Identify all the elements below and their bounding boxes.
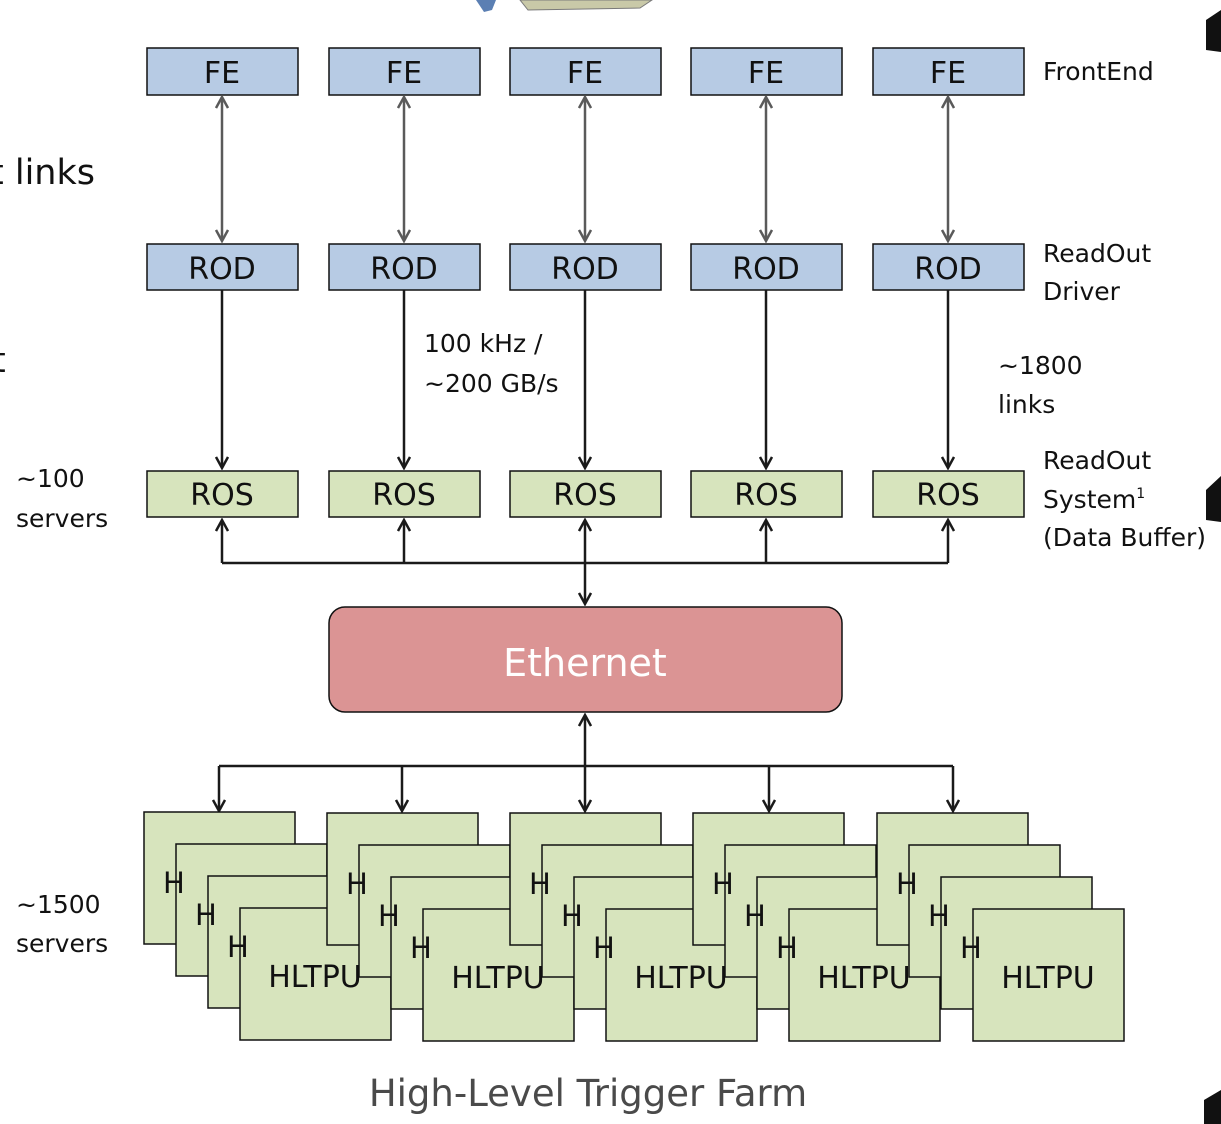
hltpu-peek-letter: H bbox=[712, 867, 734, 901]
hltpu-peek-letter: H bbox=[529, 867, 551, 901]
hltpu-count-line1: ~1500 bbox=[16, 890, 101, 919]
farm-title: High-Level Trigger Farm bbox=[369, 1072, 807, 1115]
rate-annotation-line1: 100 kHz / bbox=[424, 329, 543, 358]
rod-label-3: ROD bbox=[551, 252, 619, 287]
hltpu-peek-letter: H bbox=[744, 899, 766, 933]
fe-box-2 bbox=[328, 47, 481, 96]
hltpu-peek-letter: H bbox=[227, 930, 249, 964]
rod-box-1 bbox=[146, 243, 299, 291]
links-annotation-line1: ~1800 bbox=[998, 351, 1083, 380]
hltpu-label: HLTPU bbox=[634, 961, 728, 996]
rod-label-1: ROD bbox=[188, 252, 256, 287]
hltpu-front-box bbox=[972, 908, 1125, 1042]
rod-side-label-line2: Driver bbox=[1043, 277, 1121, 306]
ros-side-label-line1: ReadOut bbox=[1043, 446, 1151, 475]
ros-box-1 bbox=[146, 470, 299, 518]
ethernet-hlt-bus bbox=[219, 715, 953, 811]
hltpu-stack-5: H H H HLTPU bbox=[876, 812, 1125, 1042]
ros-count-line1: ~100 bbox=[16, 464, 85, 493]
fe-label-5: FE bbox=[930, 56, 966, 91]
rod-box-3 bbox=[509, 243, 662, 291]
rod-label-5: ROD bbox=[914, 252, 982, 287]
right-edge-fragment bbox=[1204, 10, 1221, 1124]
ros-side-label-line3: (Data Buffer) bbox=[1043, 523, 1206, 552]
ethernet-label: Ethernet bbox=[503, 641, 667, 685]
ros-side-label-system: System bbox=[1043, 485, 1136, 514]
rate-annotation-line2: ~200 GB/s bbox=[424, 369, 559, 398]
rod-box-5 bbox=[872, 243, 1025, 291]
rod-label-4: ROD bbox=[732, 252, 800, 287]
ros-label-2: ROS bbox=[372, 478, 436, 513]
fe-box-4 bbox=[690, 47, 843, 96]
rod-box-4 bbox=[690, 243, 843, 291]
fe-label-3: FE bbox=[567, 56, 603, 91]
frontend-row: FE FE FE FE FE bbox=[146, 47, 1025, 96]
links-annotation-line2: links bbox=[998, 390, 1055, 419]
ros-side-label-line2: System1 bbox=[1043, 485, 1145, 514]
hltpu-label: HLTPU bbox=[1001, 961, 1095, 996]
hltpu-label: HLTPU bbox=[451, 961, 545, 996]
ros-ethernet-bus bbox=[222, 520, 948, 604]
hltpu-label: HLTPU bbox=[268, 960, 362, 995]
ros-label-4: ROS bbox=[734, 478, 798, 513]
ethernet-switch bbox=[328, 606, 843, 713]
ros-box-3 bbox=[509, 470, 662, 518]
hltpu-stack-4: H H H HLTPU bbox=[692, 812, 941, 1042]
rod-box-2 bbox=[328, 243, 481, 291]
hltpu-peek-letter: H bbox=[346, 867, 368, 901]
ros-row: ROS ROS ROS ROS ROS bbox=[146, 470, 1025, 518]
detector-image-fragment bbox=[476, 0, 653, 12]
ros-label-3: ROS bbox=[553, 478, 617, 513]
ros-label-5: ROS bbox=[916, 478, 980, 513]
frontend-side-label: FrontEnd bbox=[1043, 57, 1154, 86]
ros-box-4 bbox=[690, 470, 843, 518]
hltpu-count-line2: servers bbox=[16, 929, 108, 958]
cutoff-text-fragment: t bbox=[0, 341, 6, 381]
fe-label-4: FE bbox=[748, 56, 784, 91]
hltpu-peek-letter: H bbox=[561, 899, 583, 933]
fe-rod-links bbox=[222, 97, 948, 241]
ros-count-line2: servers bbox=[16, 504, 108, 533]
hltpu-peek-letter: H bbox=[163, 866, 185, 900]
hltpu-peek-letter: H bbox=[928, 899, 950, 933]
ros-box-2 bbox=[328, 470, 481, 518]
rod-row: ROD ROD ROD ROD ROD bbox=[146, 243, 1025, 291]
fe-label-1: FE bbox=[204, 56, 240, 91]
hltpu-peek-letter: H bbox=[776, 931, 798, 965]
fe-box-1 bbox=[146, 47, 299, 96]
cutoff-links-text: t links bbox=[0, 153, 95, 193]
hltpu-label: HLTPU bbox=[817, 961, 911, 996]
ros-side-label-footnote: 1 bbox=[1136, 486, 1145, 502]
rod-label-2: ROD bbox=[370, 252, 438, 287]
hltpu-peek-letter: H bbox=[593, 931, 615, 965]
ros-label-1: ROS bbox=[190, 478, 254, 513]
rod-side-label-line1: ReadOut bbox=[1043, 239, 1151, 268]
rod-ros-links bbox=[222, 290, 948, 468]
hltpu-peek-letter: H bbox=[378, 899, 400, 933]
hltpu-stack-3: H H H HLTPU bbox=[509, 812, 758, 1042]
hltpu-peek-letter: H bbox=[195, 898, 217, 932]
hltpu-peek-letter: H bbox=[410, 931, 432, 965]
ros-box-5 bbox=[872, 470, 1025, 518]
hltpu-peek-letter: H bbox=[896, 867, 918, 901]
fe-label-2: FE bbox=[386, 56, 422, 91]
fe-box-3 bbox=[509, 47, 662, 96]
hltpu-peek-letter: H bbox=[960, 931, 982, 965]
